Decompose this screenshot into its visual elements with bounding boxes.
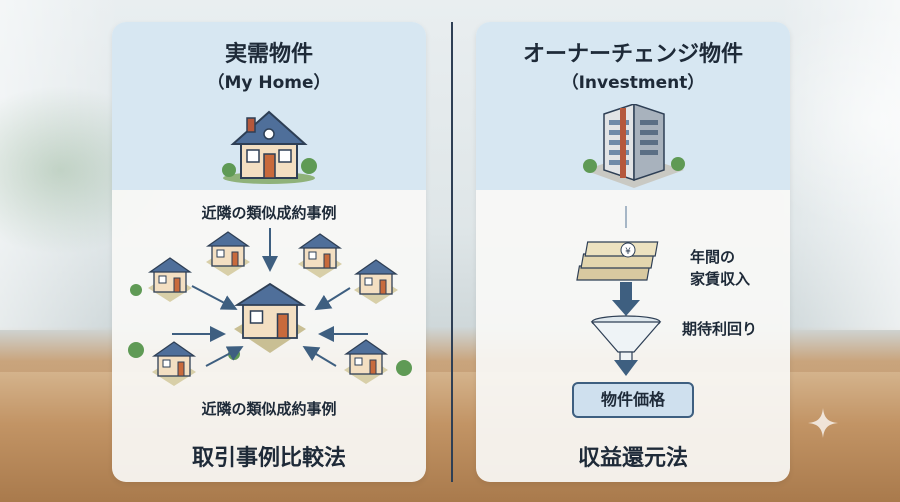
cash-stack-icon: ¥ xyxy=(576,241,659,281)
annual-rent-label: 年間の 家賃収入 xyxy=(690,246,750,290)
target-house-icon xyxy=(233,282,307,353)
property-price-box: 物件価格 xyxy=(572,382,694,418)
income-flow-diagram: ¥ xyxy=(576,206,662,376)
neighbor-house-icon xyxy=(343,339,389,385)
neighbor-house-icon xyxy=(205,231,251,277)
neighbor-house-icon xyxy=(353,259,399,305)
annual-rent-line-1: 年間の xyxy=(690,248,736,266)
neighbor-house-icon xyxy=(147,257,193,303)
my-home-subtitle: （My Home） xyxy=(207,73,331,93)
investment-title: オーナーチェンジ物件 xyxy=(522,42,743,67)
house-icon xyxy=(222,110,317,184)
neighborhood-comparison-diagram xyxy=(128,228,412,387)
neighbor-house-icon xyxy=(151,341,197,387)
expected-yield-label: 期待利回り xyxy=(682,320,758,338)
center-divider xyxy=(451,22,453,482)
sparkle-icon xyxy=(808,408,838,438)
investment-panel: オーナーチェンジ物件 （Investment） ¥ xyxy=(476,22,790,482)
similar-cases-caption-top: 近隣の類似成約事例 xyxy=(201,204,337,222)
svg-text:¥: ¥ xyxy=(625,247,631,257)
apartment-building-icon xyxy=(583,104,685,188)
annual-rent-line-2: 家賃収入 xyxy=(690,270,751,288)
similar-cases-caption-bottom: 近隣の類似成約事例 xyxy=(201,400,337,418)
neighbor-house-icon xyxy=(297,233,343,279)
my-home-title: 実需物件 xyxy=(224,42,313,67)
income-capitalization-method-label: 収益還元法 xyxy=(577,446,688,471)
my-home-panel: 実需物件 （My Home） 近隣の類似成約事例 xyxy=(112,22,426,482)
funnel-icon xyxy=(590,315,662,363)
sales-comparison-method-label: 取引事例比較法 xyxy=(191,446,346,471)
investment-subtitle: （Investment） xyxy=(561,73,705,93)
